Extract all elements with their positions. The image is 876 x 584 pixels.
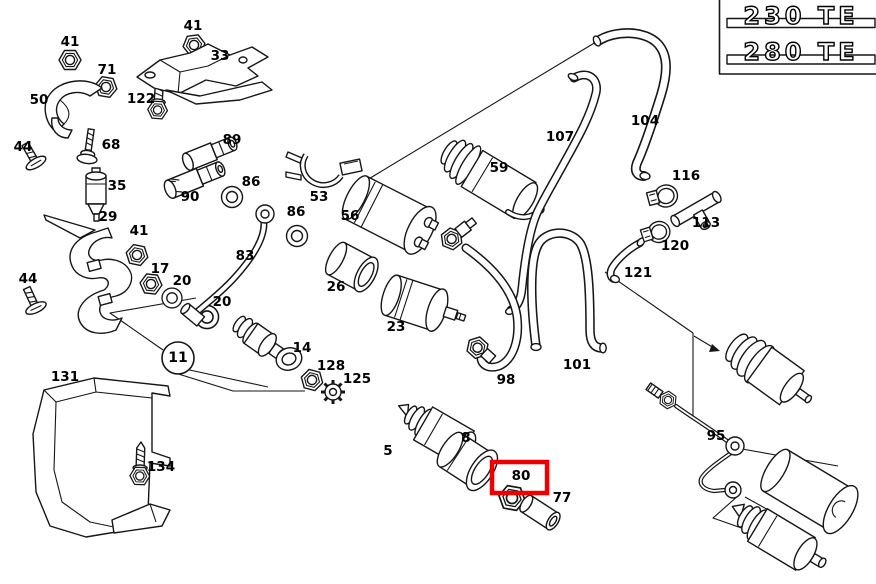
part-label-44: 44 <box>14 139 33 155</box>
part-label-77: 77 <box>553 490 572 506</box>
part-label-122: 122 <box>127 91 155 107</box>
part-label-95: 95 <box>707 428 726 444</box>
part-label-125: 125 <box>343 371 371 387</box>
part-label-26: 26 <box>327 279 346 295</box>
part-label-29: 29 <box>99 209 118 225</box>
part-label-50: 50 <box>30 92 49 108</box>
part-label-128: 128 <box>317 358 345 374</box>
part-label-120: 120 <box>661 238 689 254</box>
screw-44-a <box>21 141 47 171</box>
seal-ring-86-a <box>220 185 244 209</box>
fuel-pump-main <box>731 503 827 571</box>
part-label-17: 17 <box>151 261 170 277</box>
part-label-20: 20 <box>173 273 192 289</box>
part-label-53: 53 <box>310 189 329 205</box>
part-label-121: 121 <box>624 265 652 281</box>
hose-107 <box>504 70 601 316</box>
hose-101 <box>527 228 607 354</box>
hose-clamp-116 <box>645 184 679 208</box>
part-label-33: 33 <box>211 48 230 64</box>
clamp-bracket-29 <box>43 214 133 334</box>
part-label-8: 8 <box>461 430 470 446</box>
callout-circle-11: 11 <box>161 341 195 375</box>
part-label-59: 59 <box>490 160 509 176</box>
part-label-116: 116 <box>672 168 700 184</box>
clamp-half-50 <box>44 80 103 139</box>
highlight-box-part-80 <box>489 459 550 496</box>
seal-ring-86-b <box>285 224 309 248</box>
badge-280te: 280 TE <box>743 38 858 66</box>
sleeve-cup-8 <box>436 431 499 492</box>
part-label-80: 80 <box>512 468 531 484</box>
part-label-107: 107 <box>546 129 574 145</box>
ring-20-a <box>161 287 183 309</box>
hose-104 <box>592 28 671 181</box>
part-label-89: 89 <box>223 132 242 148</box>
part-label-20: 20 <box>213 294 232 310</box>
part-label-56: 56 <box>341 208 360 224</box>
screw-44-b <box>22 285 47 315</box>
fuel-line-95 <box>645 382 745 499</box>
model-badges-box: 230 TE 280 TE <box>718 0 876 75</box>
part-label-104: 104 <box>631 113 659 129</box>
clamp-53 <box>285 151 363 189</box>
star-washer-125 <box>321 380 345 404</box>
part-label-44: 44 <box>19 271 38 287</box>
part-label-23: 23 <box>387 319 406 335</box>
badge-230te: 230 TE <box>743 2 858 30</box>
bracket-33 <box>136 43 273 105</box>
nut-41-c <box>123 242 151 268</box>
badge-230te-plinth <box>726 17 876 29</box>
part-label-101: 101 <box>563 357 591 373</box>
filter-23 <box>380 274 467 332</box>
part-label-68: 68 <box>102 137 121 153</box>
fitting-90 <box>163 161 226 199</box>
part-label-86: 86 <box>287 204 306 220</box>
part-label-14: 14 <box>293 340 312 356</box>
part-label-41: 41 <box>61 34 80 50</box>
damper-56 <box>341 175 440 255</box>
circled-part-number: 11 <box>168 350 187 366</box>
pump-59 <box>440 139 539 220</box>
spacer-77 <box>519 494 561 531</box>
part-label-71: 71 <box>98 62 117 78</box>
washer-14 <box>275 347 303 371</box>
part-label-98: 98 <box>497 372 516 388</box>
part-label-90: 90 <box>181 189 200 205</box>
hose-clamp-120 <box>639 220 671 244</box>
fuel-filter-main <box>760 448 859 535</box>
shield-131 <box>32 377 171 538</box>
t-fitting-113 <box>670 190 722 231</box>
part-label-41: 41 <box>130 223 149 239</box>
part-label-131: 131 <box>51 369 79 385</box>
part-label-134: 134 <box>147 459 175 475</box>
part-label-113: 113 <box>692 215 720 231</box>
fitting-89 <box>181 136 238 171</box>
part-label-41: 41 <box>184 18 203 34</box>
part-label-86: 86 <box>242 174 261 190</box>
screw-68 <box>76 128 98 165</box>
leader-line-hose104 <box>356 41 597 187</box>
pipe-83 <box>180 204 275 327</box>
hose-98 <box>436 217 523 372</box>
part-label-83: 83 <box>236 248 255 264</box>
part-label-35: 35 <box>108 178 127 194</box>
nut-41-a <box>58 49 82 71</box>
bushing-26 <box>324 241 379 293</box>
badge-280te-plinth <box>726 54 876 65</box>
part-label-5: 5 <box>383 443 392 459</box>
fuel-accumulator <box>725 333 813 406</box>
hose-121 <box>606 237 646 284</box>
valve-35 <box>85 167 107 222</box>
